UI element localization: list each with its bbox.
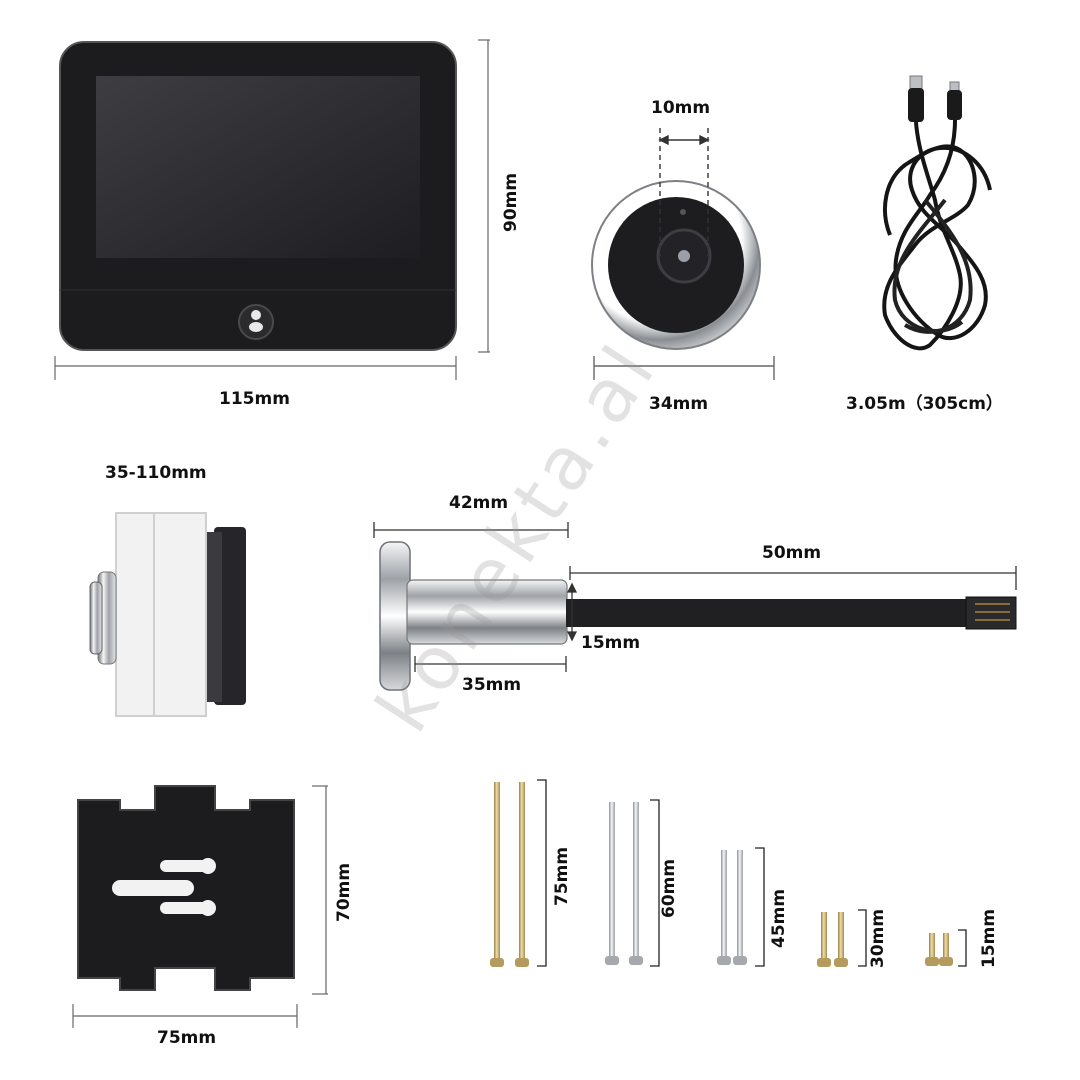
screw-75-label: 75mm xyxy=(552,846,572,906)
keyhole-slots-icon xyxy=(112,858,216,916)
lens-inner-label: 10mm xyxy=(651,98,711,118)
person-icon xyxy=(251,310,261,320)
monitor-width-label: 115mm xyxy=(219,389,290,409)
door-thickness-label: 35-110mm xyxy=(105,463,207,483)
peephole-dimension-lines xyxy=(373,522,1017,672)
plate-dimension-lines xyxy=(72,785,328,1028)
mounting-plate xyxy=(77,785,295,991)
screw-60-label: 60mm xyxy=(659,858,679,918)
monitor-screen xyxy=(96,76,420,258)
monitor-dimension-lines xyxy=(54,39,490,380)
ribbon-length-label: 50mm xyxy=(762,543,822,563)
lens-front xyxy=(591,180,761,350)
door-side-view xyxy=(89,512,246,717)
screw-30-label: 30mm xyxy=(868,908,888,968)
screw-15-label: 15mm xyxy=(979,908,999,968)
peephole-length-label: 42mm xyxy=(449,493,509,513)
lens-dimension-lines xyxy=(593,128,775,380)
usb-cable xyxy=(882,75,992,351)
tube-length-label: 35mm xyxy=(462,675,522,695)
monitor xyxy=(59,41,457,351)
screws xyxy=(490,782,953,967)
monitor-height-label: 90mm xyxy=(501,172,521,232)
peephole-camera xyxy=(379,541,1017,691)
plate-height-label: 70mm xyxy=(334,862,354,922)
screw-45-label: 45mm xyxy=(769,888,789,948)
plate-width-label: 75mm xyxy=(157,1028,217,1048)
lens-width-label: 34mm xyxy=(649,394,709,414)
tube-diameter-label: 15mm xyxy=(581,633,641,653)
screw-brackets xyxy=(537,779,967,967)
cable-length-label: 3.05m（305cm） xyxy=(846,394,1003,414)
